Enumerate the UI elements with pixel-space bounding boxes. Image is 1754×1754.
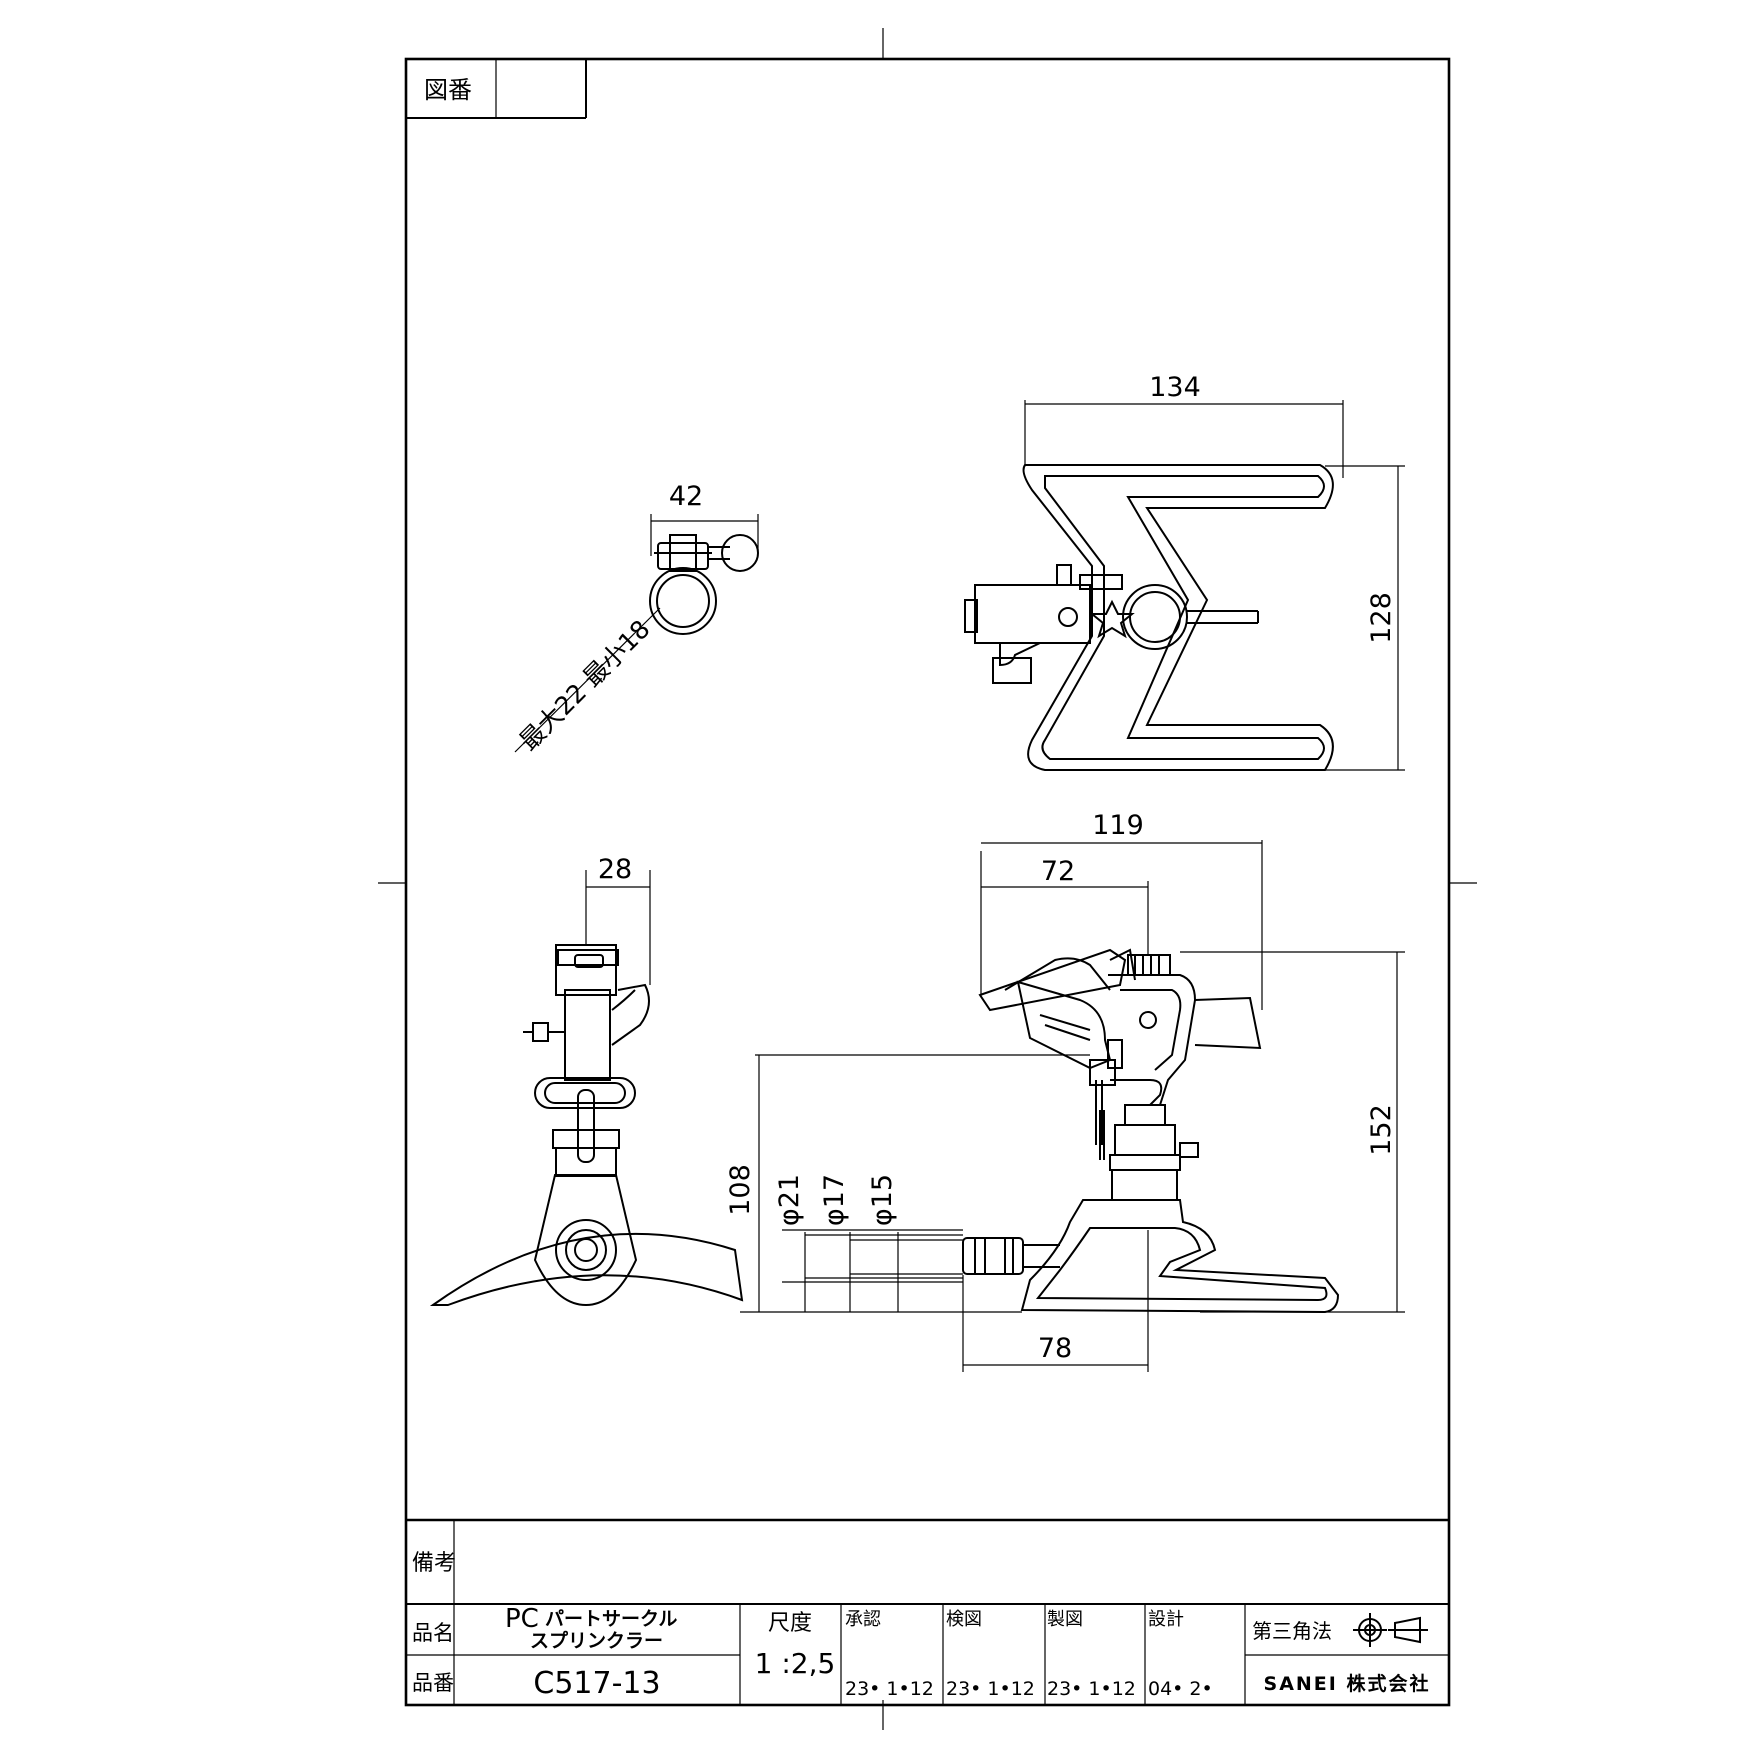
approved-date: 23• 1•12 — [845, 1678, 934, 1700]
product-name-prefix: PC — [505, 1604, 539, 1634]
dia-21-dim: φ21 — [774, 1174, 805, 1226]
side-width-dim: 28 — [598, 854, 632, 885]
product-number-label: 品番 — [412, 1671, 454, 1695]
centering-marks — [378, 28, 1477, 1730]
product-name-label: 品名 — [412, 1621, 454, 1645]
title-block — [406, 1518, 1449, 1705]
dia-15-dim: φ15 — [867, 1174, 898, 1226]
nozzle-detail-view — [514, 514, 759, 753]
checked-label: 検図 — [946, 1609, 982, 1630]
product-name-line1: パートサークル — [545, 1608, 677, 1630]
scale-value: 1 :2,5 — [755, 1647, 836, 1680]
designed-label: 設計 — [1148, 1609, 1184, 1630]
approved-label: 承認 — [845, 1609, 881, 1630]
front-view — [740, 840, 1405, 1372]
product-number: C517-13 — [533, 1666, 660, 1701]
dia-17-dim: φ17 — [819, 1174, 850, 1226]
top-height-dim: 128 — [1366, 592, 1397, 644]
drawing-border — [404, 57, 1451, 1707]
company-name: SANEI 株式会社 — [1264, 1672, 1431, 1695]
projection-label: 第三角法 — [1252, 1619, 1332, 1643]
drawn-label: 製図 — [1047, 1609, 1083, 1630]
drawing-number-label: 図番 — [424, 76, 472, 104]
top-view-frame — [964, 400, 1405, 771]
top-width-dim: 134 — [1149, 372, 1201, 403]
third-angle-projection-icon — [1353, 1613, 1428, 1647]
drawn-date: 23• 1•12 — [1047, 1678, 1136, 1700]
checked-date: 23• 1•12 — [946, 1678, 1035, 1700]
remarks-label: 備考 — [412, 1551, 456, 1576]
nozzle-width-dim: 42 — [669, 481, 703, 512]
scale-label: 尺度 — [768, 1611, 812, 1636]
front-head-width-dim: 72 — [1041, 856, 1075, 887]
nozzle-range-dim: 最大22 最小18 — [514, 614, 656, 756]
front-overall-width-dim: 119 — [1092, 810, 1144, 841]
hose-width-dim: 78 — [1038, 1333, 1072, 1364]
side-view — [429, 870, 744, 1307]
drawing-number-box: 図番 — [406, 59, 587, 119]
product-name-line2: スプリンクラー — [530, 1629, 663, 1652]
overall-height-dim: 152 — [1366, 1104, 1397, 1156]
nozzle-height-dim: 108 — [725, 1164, 756, 1216]
designed-date: 04• 2• — [1148, 1678, 1213, 1700]
